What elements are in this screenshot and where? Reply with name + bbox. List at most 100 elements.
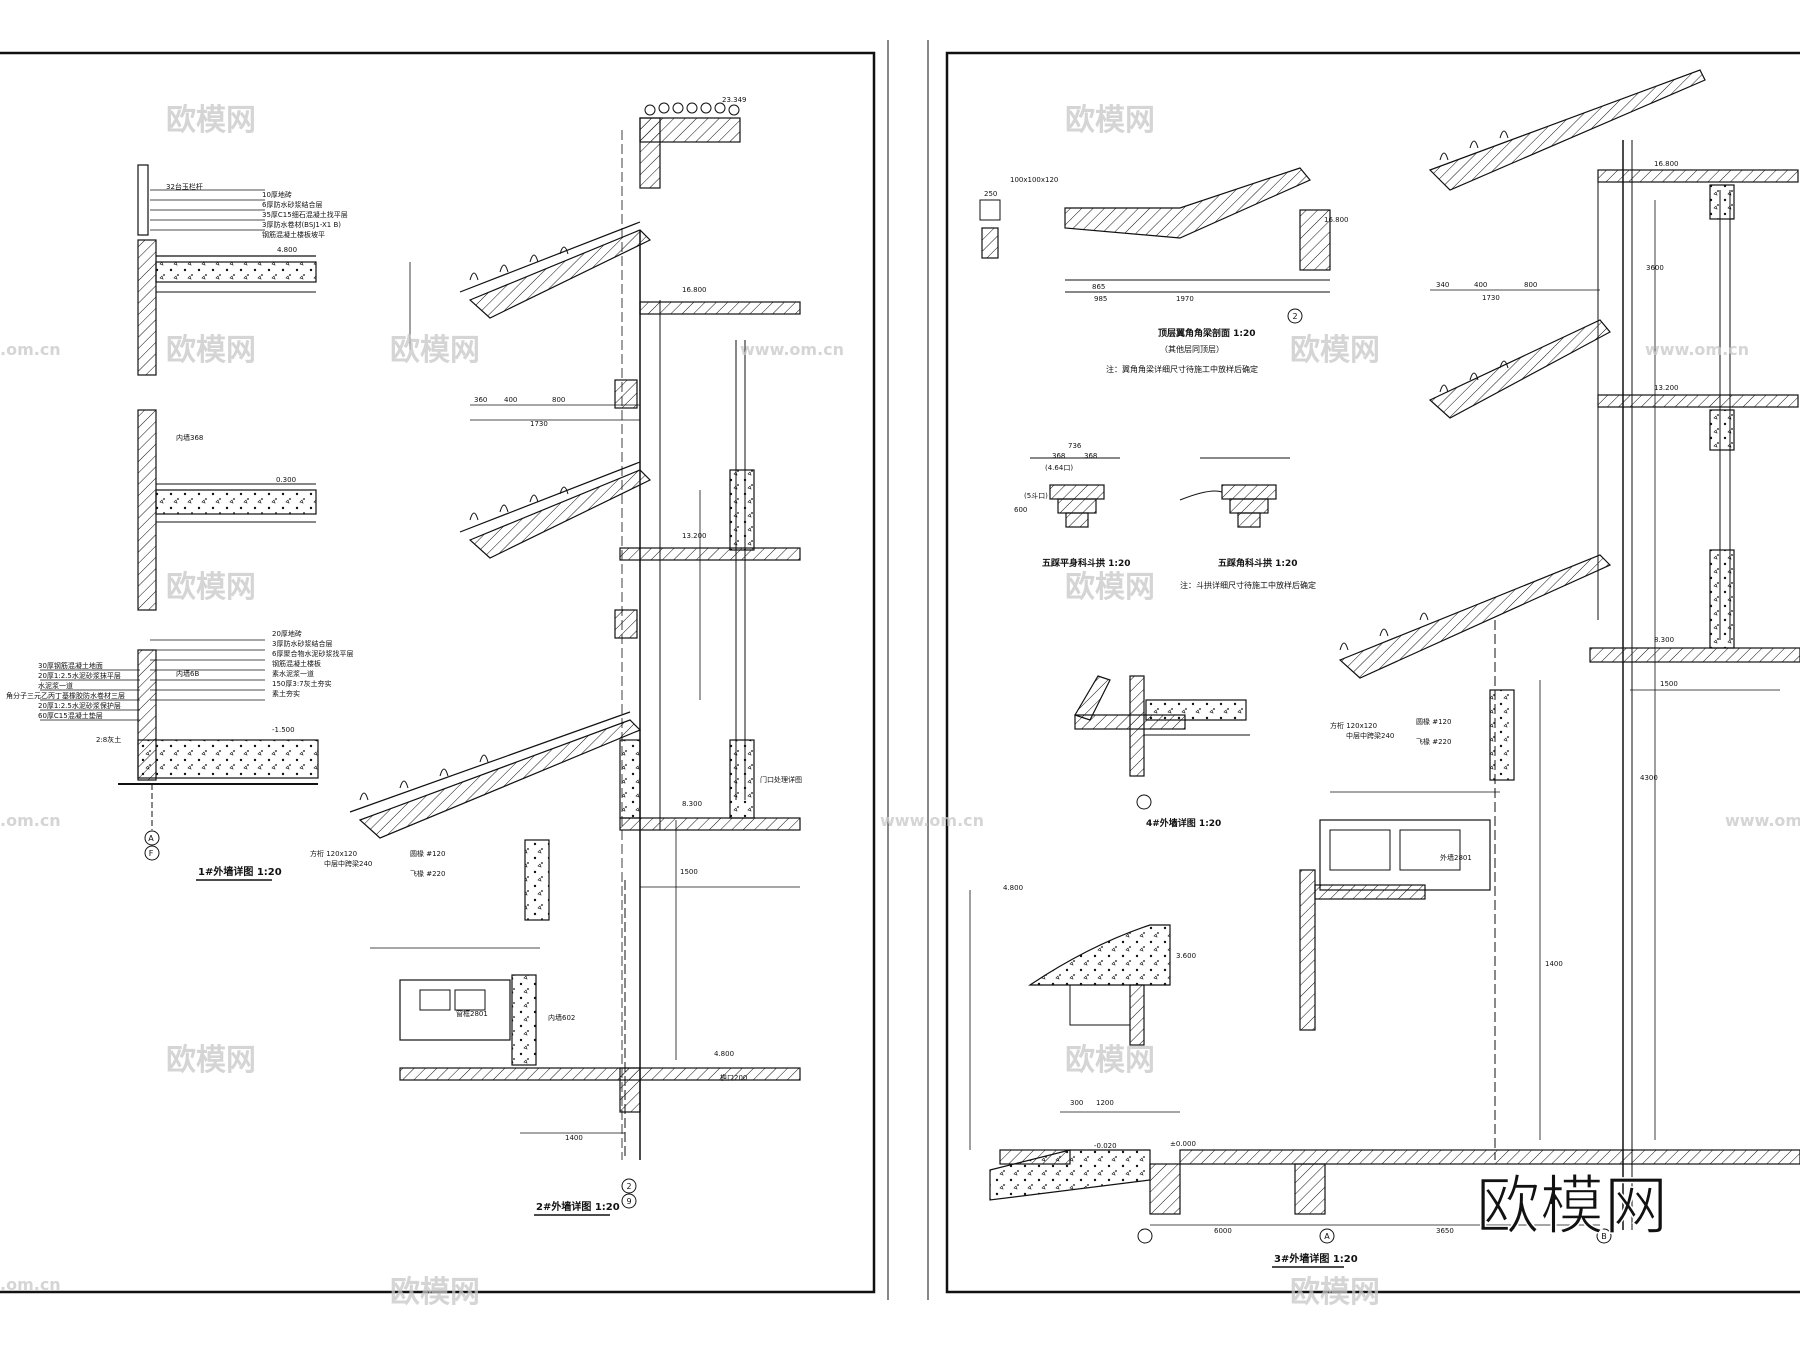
dim-label: 800 <box>552 396 565 404</box>
watermark-site: www.om.cn <box>1725 811 1800 830</box>
watermark-text: 欧模网 <box>166 103 256 138</box>
bracket-b-title: 五踩角科斗拱 1:20 <box>1218 557 1298 569</box>
roof-layer: 3厚防水卷材(BSJ1-X1 B) <box>262 220 341 229</box>
corner-watermark: 欧模网 <box>1476 1170 1668 1244</box>
ground-note: 角分子三元乙丙丁基橡胶防水卷材三层 <box>6 691 125 700</box>
ground-note: 20厚1:2.5水泥砂浆保护层 <box>38 701 121 710</box>
wall3-title: 3#外墙详图 1:20 <box>1274 1252 1358 1265</box>
dim-label: 400 <box>1474 281 1487 289</box>
dim-label: 340 <box>1436 281 1449 289</box>
floor-layer: 3厚防水砂浆结合层 <box>272 639 332 648</box>
member-label: 方桁 120x120 <box>310 849 357 858</box>
parapet-label: 32台玉栏杆 <box>166 182 203 191</box>
grid-axis: A <box>1324 1232 1330 1241</box>
bracket-dim: 736 <box>1068 442 1082 450</box>
wall4-title: 4#外墙详图 1:20 <box>1146 817 1221 829</box>
roof-section-note: 注：翼角角梁详细尺寸待施工中放样后确定 <box>1106 364 1258 374</box>
ground-soil: 2:8灰土 <box>96 735 121 744</box>
window-label: 窗框2801 <box>456 1009 488 1018</box>
roof-layer: 10厚地砖 <box>262 190 292 199</box>
elevation-mark: 4.800 <box>714 1050 734 1058</box>
roof-dim: 865 <box>1092 283 1105 291</box>
detail-2-title: 2#外墙详图 1:20 <box>536 1200 620 1213</box>
grid-axis: B <box>1601 1232 1607 1241</box>
grid-axis: 2 <box>626 1182 631 1191</box>
elevation-mark: -1.500 <box>272 726 295 734</box>
elevation-mark: 8.300 <box>682 800 702 808</box>
railing-label: 外墙2801 <box>1440 853 1472 862</box>
roof-dim: 985 <box>1094 295 1107 303</box>
floor-layer: 素水泥浆一道 <box>272 669 314 678</box>
watermark-site: .om.cn <box>0 811 61 830</box>
elevation-mark: 13.200 <box>682 532 707 540</box>
watermark-text: 欧模网 <box>166 333 256 368</box>
watermark-site: .om.cn <box>0 1275 61 1294</box>
member-label: 中层中跨梁240 <box>324 859 372 868</box>
roof-layer: 35厚C15细石混凝土找平层 <box>262 210 348 219</box>
watermark-site: www.om.cn <box>740 340 844 359</box>
elevation-mark: 8.300 <box>1654 636 1674 644</box>
ground-note: 水泥浆一道 <box>38 681 73 690</box>
roof-dim: 1970 <box>1176 295 1194 303</box>
dim-label: 3600 <box>1646 264 1664 272</box>
bracket-details: 736 368 368 (4.64口) 600 (5斗口) 五踩平身科斗拱 1:… <box>1014 442 1316 590</box>
member-label: 飞椽 #220 <box>410 869 445 878</box>
member-label: 檐口200 <box>720 1073 747 1082</box>
roof-dim: 16.800 <box>1324 216 1349 224</box>
dim-label: 3650 <box>1436 1227 1454 1235</box>
member-label: 方桁 120x120 <box>1330 721 1377 730</box>
ground-note: 60厚C15混凝土垫层 <box>38 711 103 720</box>
watermark-text: 欧模网 <box>1290 333 1380 368</box>
watermark-text: 欧模网 <box>1290 1275 1380 1310</box>
watermark-text: 欧模网 <box>390 333 480 368</box>
bracket-a-title: 五踩平身科斗拱 1:20 <box>1042 557 1131 569</box>
bracket-dim: 600 <box>1014 506 1027 514</box>
roof-layer: 6厚防水砂浆结合层 <box>262 200 322 209</box>
floor-layer: 6厚聚合物水泥砂浆找平层 <box>272 649 353 658</box>
inner-wall-label: 内墙602 <box>548 1013 575 1022</box>
detail-1-title: 1#外墙详图 1:20 <box>198 865 282 878</box>
dim-label: 1400 <box>565 1134 583 1142</box>
roof-dim: 100x100x120 <box>1010 176 1058 184</box>
dim-label: 1200 <box>1096 1099 1114 1107</box>
watermark-text: 欧模网 <box>1065 103 1155 138</box>
detail-1-wall: 32台玉栏杆 10厚地砖 6厚防水砂浆结合层 35厚C15细石混凝土找平层 3厚… <box>6 164 353 881</box>
elevation-mark: 0.300 <box>276 476 296 484</box>
member-label: 飞椽 #220 <box>1416 737 1451 746</box>
dim-label: 1400 <box>1545 960 1563 968</box>
dim-label: 4300 <box>1640 774 1658 782</box>
floor-layer: 素土夯实 <box>272 689 300 698</box>
watermark-text: 欧模网 <box>166 1043 256 1078</box>
watermark-site: www.om.cn <box>880 811 984 830</box>
roof-dim: 250 <box>984 190 997 198</box>
bracket-dim: (5斗口) <box>1024 492 1048 500</box>
elevation-mark: 23.349 <box>722 96 747 104</box>
wall3-detail: 340 400 800 1730 1500 1400 3600 4300 120… <box>969 69 1800 1268</box>
wall4-detail: 4#外墙详图 1:20 <box>1074 675 1250 829</box>
ground-note: 30厚钢筋混凝土地面 <box>38 661 103 670</box>
dim-label: 1730 <box>1482 294 1500 302</box>
floor-layer: 150厚3:7灰土夯实 <box>272 679 332 688</box>
dim-label: 1730 <box>530 420 548 428</box>
dim-label: 1500 <box>680 868 698 876</box>
elevation-mark: 13.200 <box>1654 384 1679 392</box>
elevation-mark: -0.020 <box>1094 1142 1117 1150</box>
watermark-text: 欧模网 <box>1065 1043 1155 1078</box>
wall-label: 内墙6B <box>176 669 199 678</box>
floor-layer: 钢筋混凝土楼板 <box>272 659 321 668</box>
watermark-site: .om.cn <box>0 340 61 359</box>
watermark-text: 欧模网 <box>1065 570 1155 605</box>
dim-label: 400 <box>504 396 517 404</box>
elevation-mark: 4.800 <box>277 246 297 254</box>
grid-axis: 9 <box>626 1197 631 1206</box>
elevation-mark: 3.600 <box>1176 952 1196 960</box>
dim-label: 300 <box>1070 1099 1083 1107</box>
dim-label: 6000 <box>1214 1227 1232 1235</box>
bracket-note: 注：斗拱详细尺寸待施工中放样后确定 <box>1180 580 1316 590</box>
watermark-text: 欧模网 <box>390 1275 480 1310</box>
grid-axis: F <box>149 849 154 858</box>
roof-section-detail: 100x100x120 250 865 1970 985 16.800 顶层翼角… <box>979 167 1349 374</box>
door-label: 门口处理详图 <box>760 775 802 784</box>
